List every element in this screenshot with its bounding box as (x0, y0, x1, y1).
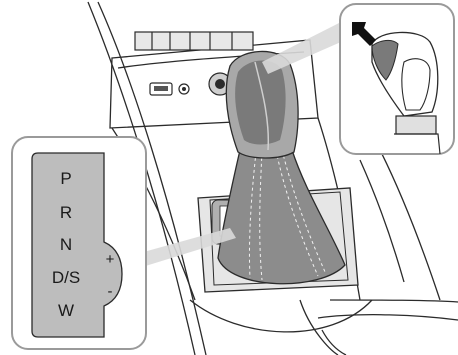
usb-port-icon (150, 83, 172, 95)
gear-label-reverse: R (60, 203, 72, 222)
gear-label-winter: W (58, 301, 74, 320)
gear-label-drive-sport: D/S (52, 268, 80, 287)
gear-label-neutral: N (60, 235, 72, 254)
aux-port-icon (179, 84, 189, 94)
plus-label: + (106, 251, 115, 268)
shifter-knob-highlight (235, 60, 286, 144)
knob-callout-wedge (262, 20, 350, 74)
gear-label-park: P (60, 169, 71, 188)
minus-label: - (108, 283, 113, 300)
air-vent (135, 32, 253, 50)
